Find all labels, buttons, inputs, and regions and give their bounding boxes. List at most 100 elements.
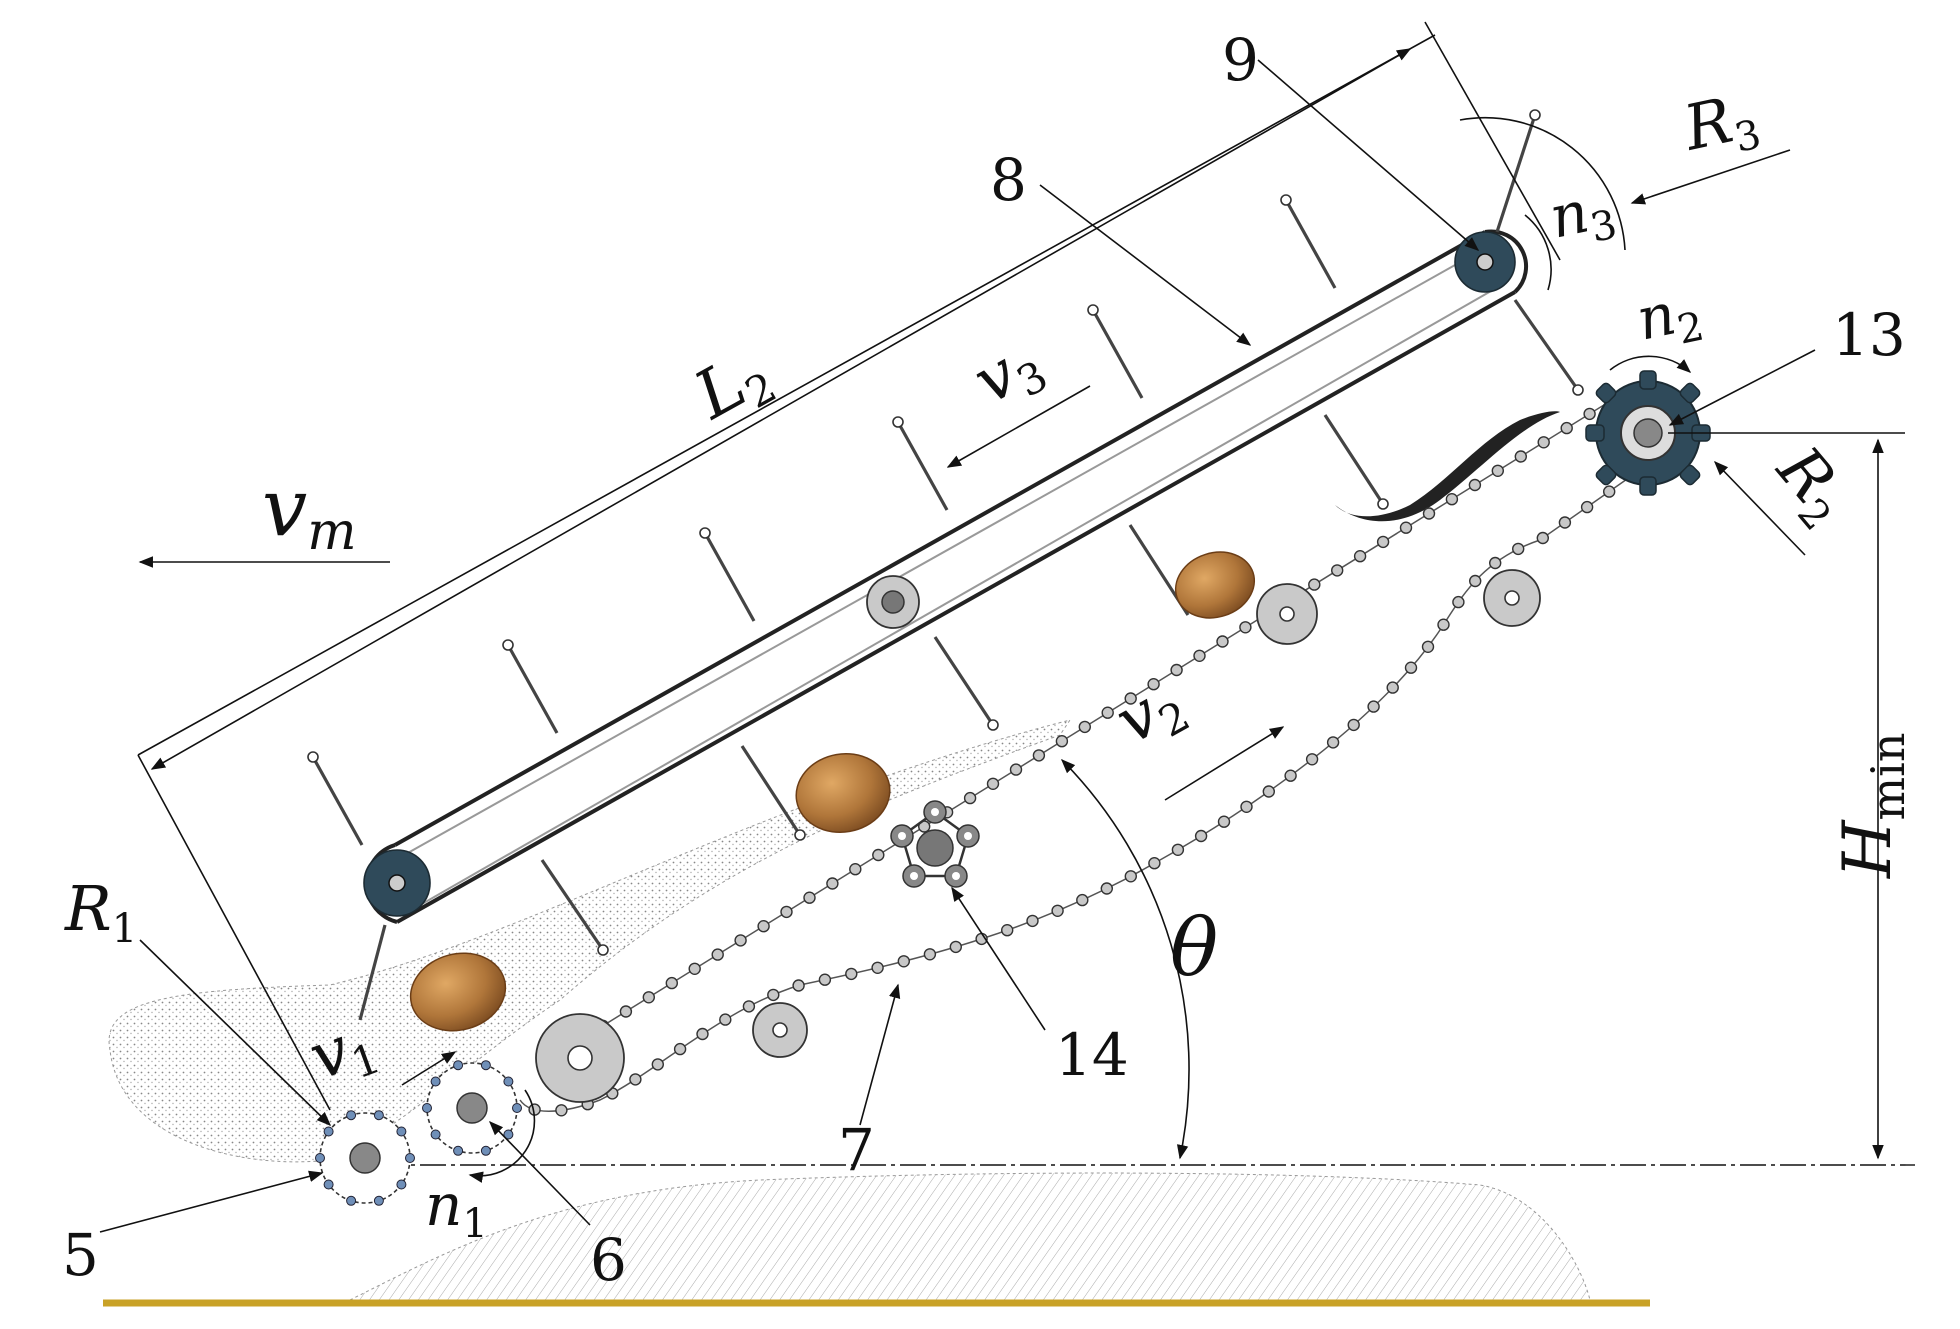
label-n2: n2 [1631, 274, 1708, 361]
chain-link [1386, 681, 1399, 694]
chain-link [1308, 578, 1321, 591]
chain-link [1560, 421, 1573, 435]
chain-link [1001, 924, 1014, 937]
wheel-tooth [323, 1179, 334, 1190]
chain-link [1262, 785, 1276, 798]
wheel-tooth [422, 1103, 432, 1113]
chain-link [555, 1104, 568, 1117]
chain-link [1580, 500, 1594, 514]
label-14: 14 [1055, 1021, 1129, 1089]
chain-link [826, 877, 839, 890]
chain-link [1422, 507, 1436, 520]
wheel-tooth [430, 1076, 441, 1087]
label-R3: R3 [1677, 78, 1765, 171]
chain-roller-large-hub [567, 1045, 593, 1071]
wheel-tooth [480, 1060, 491, 1071]
chain-link [792, 979, 805, 992]
chain-link [1216, 635, 1229, 648]
wheel-tooth [396, 1126, 407, 1137]
label-v3: v3 [962, 324, 1056, 424]
chain-link [673, 1042, 687, 1056]
leader-R3 [1630, 149, 1791, 205]
chain-link [1511, 542, 1525, 556]
chain-link [803, 891, 816, 904]
leader-13 [1668, 349, 1816, 426]
chain-link [1488, 556, 1502, 570]
chain-link [1147, 678, 1160, 691]
soil-heap [108, 719, 1072, 1163]
wheel-tooth [503, 1129, 514, 1140]
chain-link [1100, 882, 1114, 895]
drive-sprocket [1585, 370, 1711, 496]
label-13: 13 [1832, 301, 1906, 369]
chain-link [1148, 857, 1161, 870]
chain-link [696, 1027, 709, 1041]
chain-link [1009, 763, 1023, 776]
lower-chain-path [519, 394, 1649, 1112]
chain-link [1170, 663, 1183, 677]
chain-link [1193, 649, 1206, 662]
chain-link [1536, 531, 1550, 545]
chain-link [849, 863, 862, 876]
dimension-Hmin [1668, 432, 1905, 1160]
chain-link [629, 1073, 642, 1086]
chain-link [1347, 718, 1360, 732]
chain-link [1421, 640, 1435, 653]
leader-5 [99, 1170, 324, 1233]
label-L2: L2 [682, 332, 785, 439]
n3-rotation-arc [1459, 116, 1626, 251]
chain-link [1026, 914, 1039, 928]
wheel-tooth [503, 1076, 514, 1087]
wheel-tooth [480, 1145, 491, 1156]
leader-7 [859, 983, 901, 1126]
deflector-blade [1335, 411, 1560, 522]
label-n1: n1 [425, 1171, 488, 1247]
chain-link [986, 777, 1000, 790]
upper-belt-pulley-hub [1476, 253, 1494, 271]
lower-belt-pulley-hub [388, 874, 406, 892]
ground-soil [349, 1172, 1591, 1301]
chain-link [1452, 595, 1465, 609]
chain-link [1399, 521, 1413, 534]
theta-angle-arc [1060, 758, 1190, 1160]
label-n3: n3 [1544, 172, 1621, 259]
chain-link [742, 1000, 756, 1013]
chain-link [1376, 535, 1390, 549]
chain-link [688, 962, 701, 975]
chain-link [1514, 450, 1528, 463]
chain-links [528, 393, 1654, 1117]
chain-link [1076, 893, 1089, 907]
leader-6 [488, 1120, 591, 1226]
chain-link [1051, 904, 1064, 917]
wheel-tooth [346, 1195, 357, 1206]
v1-arrow [401, 1051, 457, 1086]
leader-9 [1257, 59, 1480, 251]
potato [1174, 551, 1256, 619]
chain-link [1239, 621, 1252, 634]
chain-link [1240, 800, 1253, 813]
label-vm: vm [262, 461, 357, 562]
chain-link [1558, 516, 1572, 529]
dimension-L2 [137, 21, 1561, 1111]
chain-roller-hub [772, 1022, 788, 1038]
chain-link [871, 961, 884, 974]
chain-link [767, 988, 780, 1002]
belt-idler-roller-hub [881, 590, 905, 614]
chain-link [897, 955, 910, 968]
n1-rotation-arc [468, 1089, 536, 1183]
upper-tines [307, 109, 1541, 846]
chain-link [642, 991, 655, 1004]
label-Hmin: Hmin [1829, 732, 1915, 879]
wheel-tooth [323, 1126, 334, 1137]
chain-link [619, 1005, 633, 1018]
chain-link [1284, 769, 1297, 782]
agitator-wheel [890, 800, 980, 888]
wheel-tooth [405, 1153, 415, 1163]
chain-link [1330, 564, 1344, 577]
chain-link [1491, 464, 1505, 477]
chain-link [651, 1058, 664, 1071]
chain-link [1055, 735, 1069, 748]
chain-link [780, 905, 793, 919]
chain-link [1032, 749, 1046, 762]
